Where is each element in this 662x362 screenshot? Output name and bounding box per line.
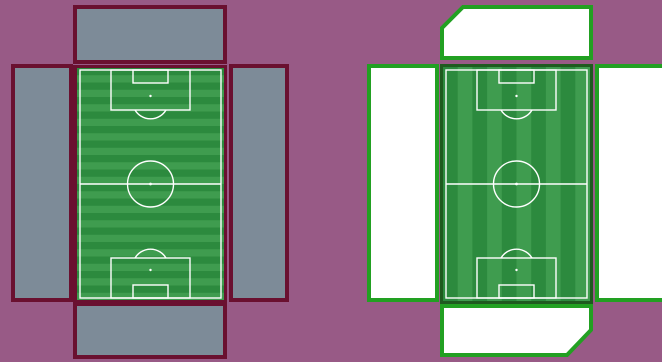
bottom-penalty-spot [149, 269, 151, 271]
top-penalty-spot [149, 95, 151, 97]
centre-spot [515, 183, 518, 186]
east-stand [231, 66, 287, 300]
south-stand [442, 306, 591, 355]
top-penalty-spot [515, 95, 517, 97]
centre-spot [149, 183, 152, 186]
west-stand [13, 66, 71, 300]
grass-stripe [77, 133, 224, 140]
grass-stripe [77, 249, 224, 256]
grass-stripe [77, 119, 224, 126]
north-stand [442, 7, 591, 58]
grass-stripe [77, 235, 224, 242]
east-stand [597, 66, 662, 300]
west-stand [369, 66, 437, 300]
grass-stripe [77, 293, 224, 300]
grass-stripe [77, 191, 224, 198]
south-stand [75, 304, 225, 357]
north-stand [75, 7, 225, 62]
pitch [440, 64, 593, 304]
grass-stripe [77, 75, 224, 82]
bottom-penalty-spot [515, 269, 517, 271]
grass-stripe [77, 148, 224, 155]
grass-stripe [77, 162, 224, 169]
grass-stripe [77, 220, 224, 227]
pitch [73, 65, 227, 303]
